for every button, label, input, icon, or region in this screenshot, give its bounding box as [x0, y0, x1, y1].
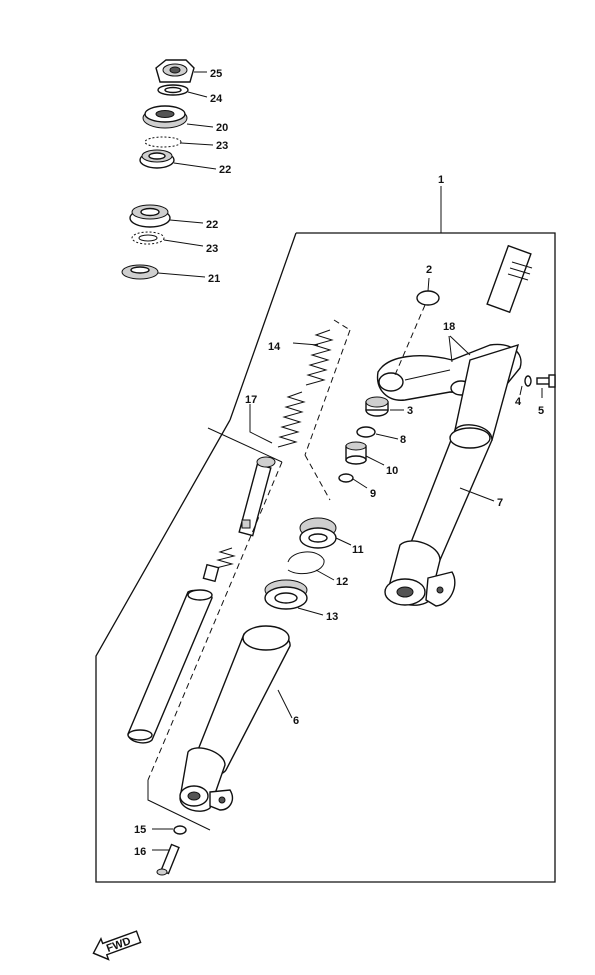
label-1: 1 — [438, 174, 444, 186]
label-17: 17 — [245, 394, 257, 406]
label-22a: 22 — [219, 164, 231, 176]
label-12: 12 — [336, 576, 348, 588]
label-25: 25 — [210, 68, 222, 80]
clip-12[interactable] — [287, 551, 325, 575]
bolt-16[interactable] — [156, 843, 180, 876]
bearing-race-22a[interactable] — [139, 149, 175, 169]
label-11: 11 — [352, 544, 364, 556]
label-10: 10 — [386, 465, 398, 477]
label-14: 14 — [268, 341, 281, 353]
label-15: 15 — [134, 824, 146, 836]
label-3: 3 — [407, 405, 413, 417]
fwd-label: FWD — [105, 935, 133, 955]
lower-race-21[interactable] — [121, 264, 159, 280]
washer-24[interactable] — [157, 84, 189, 96]
label-2: 2 — [426, 264, 432, 276]
label-24: 24 — [210, 93, 223, 105]
cap-2[interactable] — [416, 290, 440, 306]
outer-tube-7-bottom[interactable] — [384, 540, 456, 607]
label-23a: 23 — [216, 140, 228, 152]
washer-4[interactable] — [524, 375, 532, 387]
outer-tube-6[interactable] — [179, 625, 291, 812]
label-20: 20 — [216, 122, 228, 134]
steering-stem[interactable] — [486, 244, 533, 314]
label-21: 21 — [208, 273, 220, 285]
oil-seal-13[interactable] — [264, 579, 308, 610]
assembly-frame — [95, 186, 556, 883]
washer-15[interactable] — [173, 825, 187, 835]
label-22b: 22 — [206, 219, 218, 231]
fwd-arrow-icon: FWD — [92, 930, 142, 961]
inner-tube-7[interactable] — [408, 343, 520, 565]
label-13: 13 — [326, 611, 338, 623]
fork-tube-left[interactable] — [127, 589, 213, 744]
damper-rod-17[interactable] — [238, 456, 276, 537]
dust-seal-11[interactable] — [299, 517, 337, 549]
label-5: 5 — [538, 405, 544, 417]
label-9: 9 — [370, 488, 376, 500]
label-4: 4 — [515, 396, 522, 408]
ball-bearing-23a[interactable] — [144, 136, 182, 148]
spring-14[interactable] — [277, 329, 334, 448]
cap-3[interactable] — [365, 396, 389, 417]
bolt-5[interactable] — [536, 374, 556, 388]
steering-nut-25[interactable] — [155, 59, 195, 83]
label-8: 8 — [400, 434, 406, 446]
ring-nut-20[interactable] — [142, 105, 188, 129]
piece-tip[interactable] — [202, 563, 220, 583]
rebound-spring[interactable] — [215, 547, 236, 569]
washer-9[interactable] — [338, 473, 354, 483]
ball-bearing-23b[interactable] — [131, 231, 165, 245]
o-ring-8[interactable] — [356, 426, 376, 438]
label-23b: 23 — [206, 243, 218, 255]
label-7: 7 — [497, 497, 503, 509]
bearing-race-22b[interactable] — [129, 204, 171, 228]
bushing-10[interactable] — [345, 441, 367, 465]
label-18: 18 — [443, 321, 455, 333]
label-6: 6 — [293, 715, 299, 727]
label-16: 16 — [134, 846, 146, 858]
